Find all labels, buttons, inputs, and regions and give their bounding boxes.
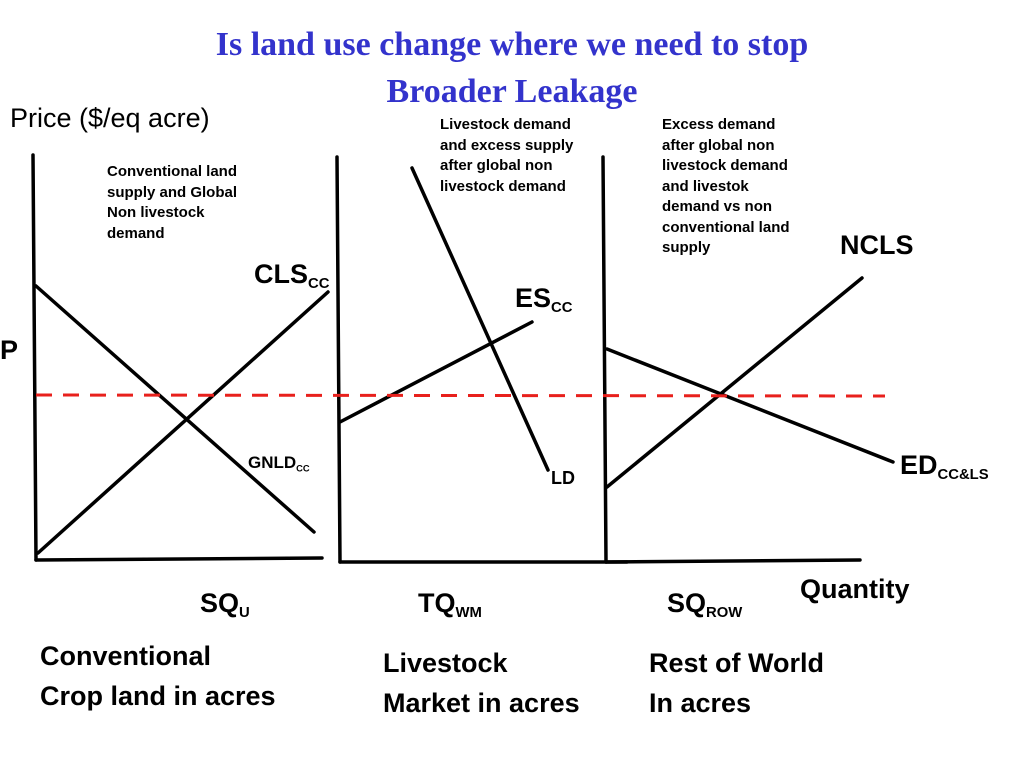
price-level-line [35, 393, 886, 398]
title-line-1: Is land use change where we need to stop [215, 26, 809, 63]
ld-label: LD [551, 468, 575, 488]
conventional-panel-line-1: Conventional [40, 641, 212, 671]
ncls-label: NCLS [840, 230, 914, 260]
ed-label: EDCC&LS [900, 450, 989, 484]
gnld-curve [34, 284, 316, 534]
panel1-x-axis [34, 556, 324, 562]
conventional-note: Conventional land supply and Global Non … [107, 163, 238, 242]
panel3-y-axis [601, 155, 608, 564]
sq-row-label: SQROW [667, 588, 743, 622]
es-curve [338, 320, 534, 424]
conventional-panel-title: Conventional Crop land in acres [40, 636, 276, 716]
row-panel-line-2: In acres [649, 688, 752, 718]
title-line-2: Broader Leakage [386, 73, 638, 110]
ld-curve [410, 166, 550, 472]
row-panel-line-1: Rest of World [649, 648, 824, 678]
gnld-label: GNLDCC [248, 453, 310, 474]
es-label: ESCC [515, 283, 573, 317]
ncls-curve [605, 276, 864, 489]
tq-wm-label: TQWM [418, 588, 482, 622]
price-level-label: P [0, 335, 19, 365]
cls-label: CLSCC [254, 259, 330, 293]
panel1-y-axis [31, 153, 38, 562]
ed-curve [605, 347, 895, 464]
panel2-y-axis [335, 155, 342, 564]
price-axis-label: Price ($/eq acre) [10, 103, 210, 133]
quantity-axis-label: Quantity [800, 574, 910, 604]
livestock-panel-line-1: Livestock [383, 648, 508, 678]
cls-curve [36, 290, 330, 555]
row-panel-title: Rest of World In acres [649, 643, 824, 723]
livestock-panel-title: Livestock Market in acres [383, 643, 580, 723]
conventional-panel-line-2: Crop land in acres [40, 681, 276, 711]
livestock-panel-line-2: Market in acres [383, 688, 580, 718]
sq-u-label: SQU [200, 588, 250, 622]
livestock-note: Livestock demand and excess supply after… [440, 116, 574, 195]
panel3-x-axis [604, 558, 862, 564]
row-note: Excess demand after global non livestock… [662, 116, 790, 256]
